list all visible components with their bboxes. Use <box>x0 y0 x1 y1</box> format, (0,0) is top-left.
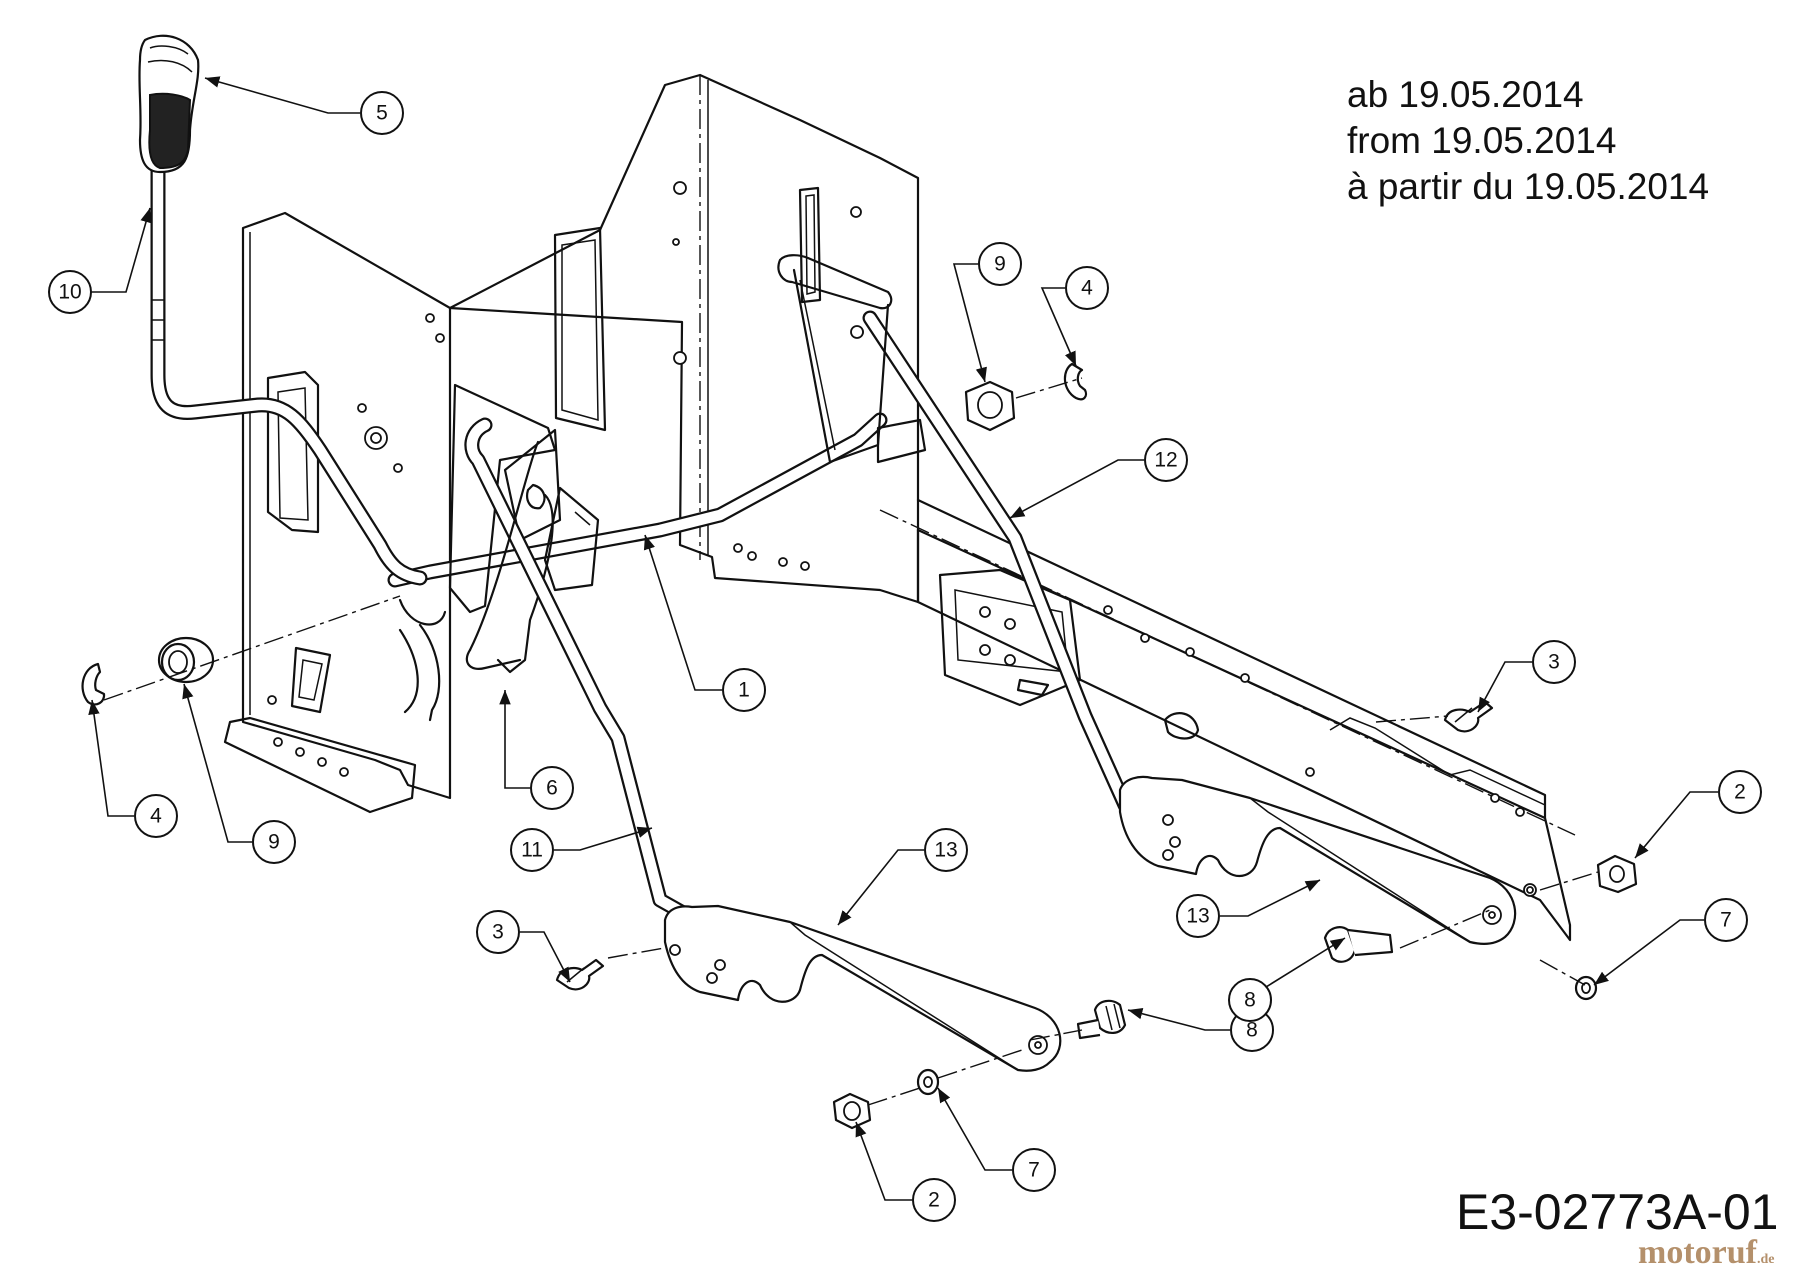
handle-grip-5 <box>138 34 200 174</box>
lift-arm-13-rear <box>1118 775 1517 945</box>
callout-7-front[interactable]: 7 <box>1012 1148 1056 1192</box>
svg-text:3: 3 <box>492 921 504 944</box>
validity-note-fr: à partir du 19.05.2014 <box>1347 166 1710 207</box>
svg-text:2: 2 <box>1734 781 1746 804</box>
shoulder-bolt-8-front <box>1076 999 1127 1040</box>
svg-text:7: 7 <box>1028 1159 1040 1182</box>
rod-11 <box>464 417 700 926</box>
callout-9-upper[interactable]: 9 <box>978 242 1022 286</box>
svg-text:5: 5 <box>376 102 388 125</box>
callout-2-front[interactable]: 2 <box>912 1178 956 1222</box>
e-clip-4-right <box>1063 362 1088 401</box>
svg-text:2: 2 <box>928 1189 940 1212</box>
svg-text:13: 13 <box>934 839 957 862</box>
lift-lever-10 <box>150 162 428 586</box>
flange-nut-2-right <box>1596 854 1638 894</box>
hairpin-clip-3-left <box>555 958 605 991</box>
validity-note-en: from 19.05.2014 <box>1347 120 1617 161</box>
callout-3-left[interactable]: 3 <box>476 910 520 954</box>
rear-bracket <box>777 254 927 464</box>
callout-10[interactable]: 10 <box>48 270 92 314</box>
svg-text:4: 4 <box>1081 277 1093 300</box>
watermark-tld: .de <box>1756 1252 1775 1267</box>
left-side-plate <box>241 211 452 800</box>
svg-text:8: 8 <box>1246 1019 1258 1042</box>
bushing-9-left <box>157 636 215 684</box>
svg-text:10: 10 <box>58 281 81 304</box>
svg-text:11: 11 <box>521 839 543 862</box>
hairpin-clip-3-right <box>1443 700 1494 733</box>
lift-arm-13-front <box>663 904 1062 1072</box>
assembly-axes <box>103 377 1599 1106</box>
spring-6 <box>465 440 540 670</box>
callout-4-upper[interactable]: 4 <box>1065 266 1109 310</box>
callout-5[interactable]: 5 <box>360 91 404 135</box>
callout-13-front[interactable]: 13 <box>924 828 968 872</box>
svg-text:1: 1 <box>738 679 750 702</box>
watermark-name: motoruf <box>1638 1234 1757 1271</box>
callout-13-rear[interactable]: 13 <box>1176 894 1220 938</box>
callout-8-rear[interactable]: 8 <box>1228 978 1272 1022</box>
validity-note-de: ab 19.05.2014 <box>1347 74 1584 115</box>
e-clip-4-left <box>81 662 106 706</box>
drawing-code: E3-02773A-01 <box>1456 1184 1779 1240</box>
washer-7-front <box>916 1068 940 1096</box>
svg-text:9: 9 <box>994 253 1006 276</box>
callout-11[interactable]: 11 <box>510 828 554 872</box>
svg-text:4: 4 <box>150 805 162 828</box>
svg-text:7: 7 <box>1720 909 1732 932</box>
callout-2-right[interactable]: 2 <box>1718 770 1762 814</box>
callout-12[interactable]: 12 <box>1144 438 1188 482</box>
callout-4-lower[interactable]: 4 <box>134 794 178 838</box>
callout-7-right[interactable]: 7 <box>1704 898 1748 942</box>
svg-text:13: 13 <box>1186 905 1209 928</box>
callout-3-right[interactable]: 3 <box>1532 640 1576 684</box>
callout-9-lower[interactable]: 9 <box>252 820 296 864</box>
center-plate <box>448 73 920 604</box>
svg-text:12: 12 <box>1154 449 1177 472</box>
svg-text:8: 8 <box>1244 989 1256 1012</box>
svg-text:9: 9 <box>268 831 280 854</box>
flange-nut-9-right <box>964 380 1016 432</box>
svg-text:3: 3 <box>1548 651 1560 674</box>
right-frame-rail <box>879 498 1576 942</box>
callout-1[interactable]: 1 <box>722 668 766 712</box>
washer-7-right <box>1574 975 1598 1001</box>
leader-lines <box>88 76 1718 1201</box>
svg-text:6: 6 <box>546 777 558 800</box>
base-plate <box>223 716 417 814</box>
callout-6[interactable]: 6 <box>530 766 574 810</box>
flange-nut-2-front <box>832 1092 872 1130</box>
watermark-logo: motoruf.de <box>1638 1234 1774 1272</box>
